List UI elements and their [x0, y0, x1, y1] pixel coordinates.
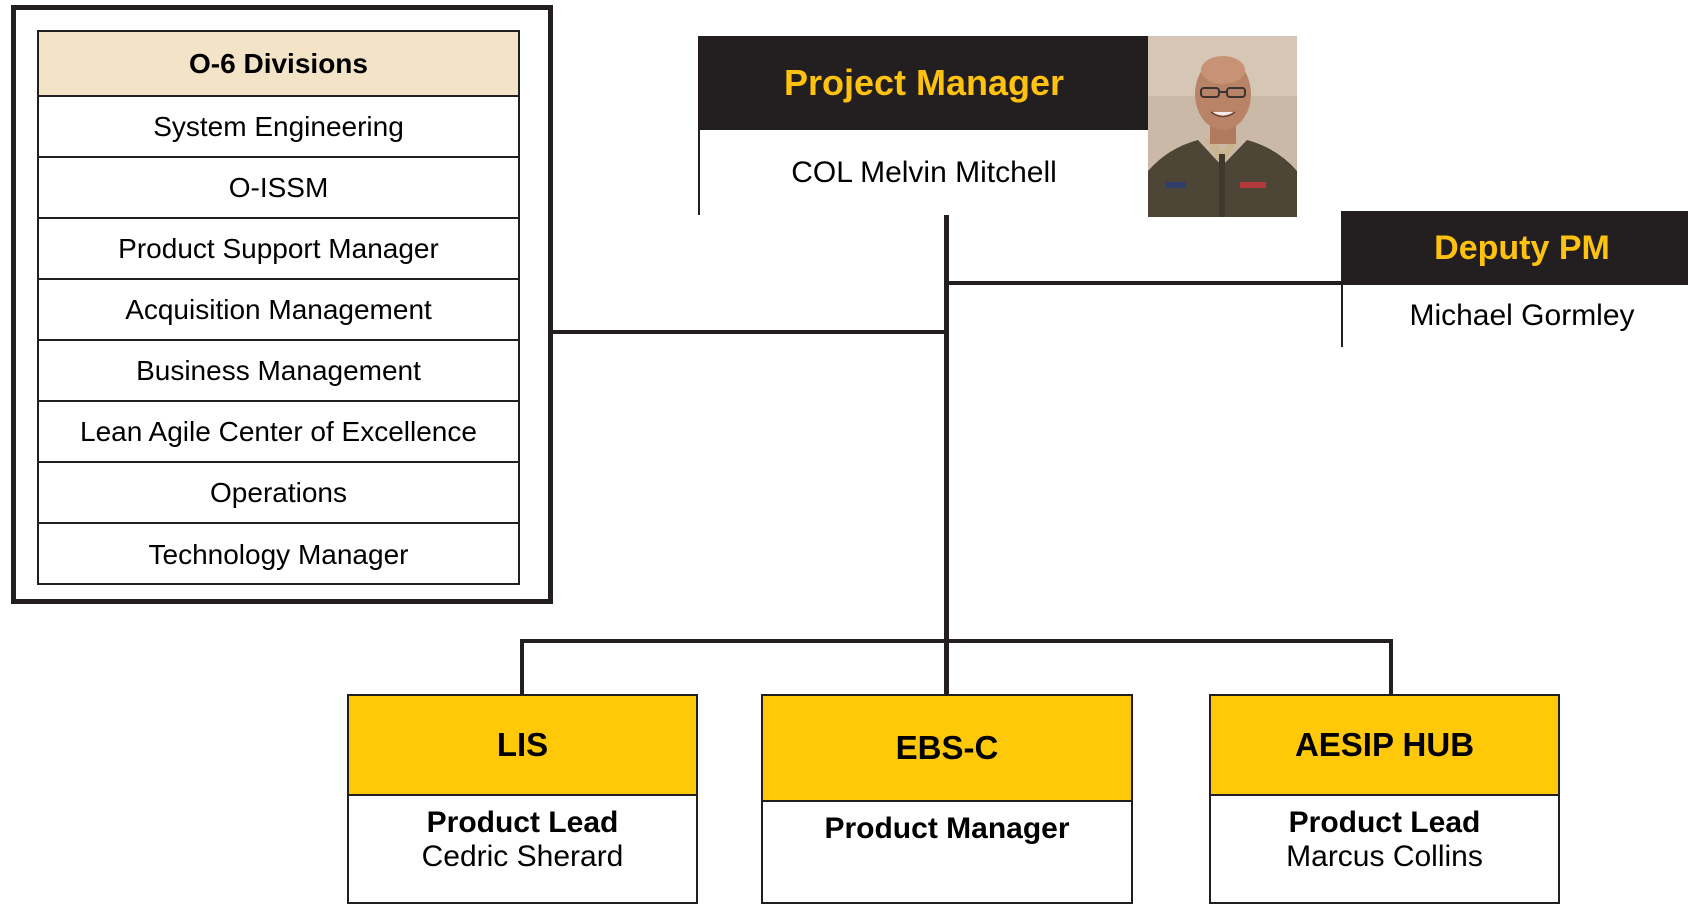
product-box-ebs-c: EBS-C Product Manager: [761, 694, 1133, 904]
product-body: Product Manager: [763, 802, 1131, 846]
divisions-title: O-6 Divisions: [39, 32, 518, 97]
products-horizontal-connector: [520, 639, 1393, 643]
product-body: Product Lead Cedric Sherard: [349, 796, 696, 874]
product-person: Marcus Collins: [1286, 840, 1483, 873]
project-manager-title: Project Manager: [700, 38, 1148, 128]
product-role: Product Lead: [426, 806, 619, 839]
division-item: Acquisition Management: [39, 280, 518, 341]
division-item: Business Management: [39, 341, 518, 402]
aesip-drop-connector: [1389, 639, 1393, 695]
division-item: Lean Agile Center of Excellence: [39, 402, 518, 463]
product-person: Cedric Sherard: [421, 840, 624, 873]
product-body: Product Lead Marcus Collins: [1211, 796, 1558, 874]
product-box-aesip-hub: AESIP HUB Product Lead Marcus Collins: [1209, 694, 1560, 904]
product-box-lis: LIS Product Lead Cedric Sherard: [347, 694, 698, 904]
product-title: AESIP HUB: [1211, 696, 1558, 796]
deputy-pm-title: Deputy PM: [1343, 213, 1688, 283]
pm-vertical-connector: [944, 215, 949, 695]
division-item: Technology Manager: [148, 538, 409, 570]
divisions-table: O-6 Divisions System Engineering O-ISSM …: [37, 30, 520, 585]
division-item: Operations: [39, 463, 518, 524]
deputy-pm-box: Deputy PM Michael Gormley: [1341, 211, 1688, 347]
portrait-image: [1148, 36, 1297, 217]
product-title: EBS-C: [763, 696, 1131, 802]
deputy-connector: [944, 281, 1343, 285]
divisions-panel: [11, 5, 553, 604]
lis-drop-connector: [520, 639, 524, 695]
deputy-pm-name: Michael Gormley: [1343, 283, 1688, 347]
division-item: System Engineering: [39, 97, 518, 158]
project-manager-name: COL Melvin Mitchell: [700, 128, 1148, 215]
product-role: Product Manager: [824, 812, 1070, 845]
divisions-connector: [553, 330, 947, 334]
division-item: Product Support Manager: [39, 219, 518, 280]
project-manager-photo: [1148, 36, 1297, 217]
division-item: O-ISSM: [39, 158, 518, 219]
project-manager-box: Project Manager COL Melvin Mitchell: [698, 36, 1150, 215]
product-role: Product Lead: [1288, 806, 1481, 839]
product-title: LIS: [349, 696, 696, 796]
